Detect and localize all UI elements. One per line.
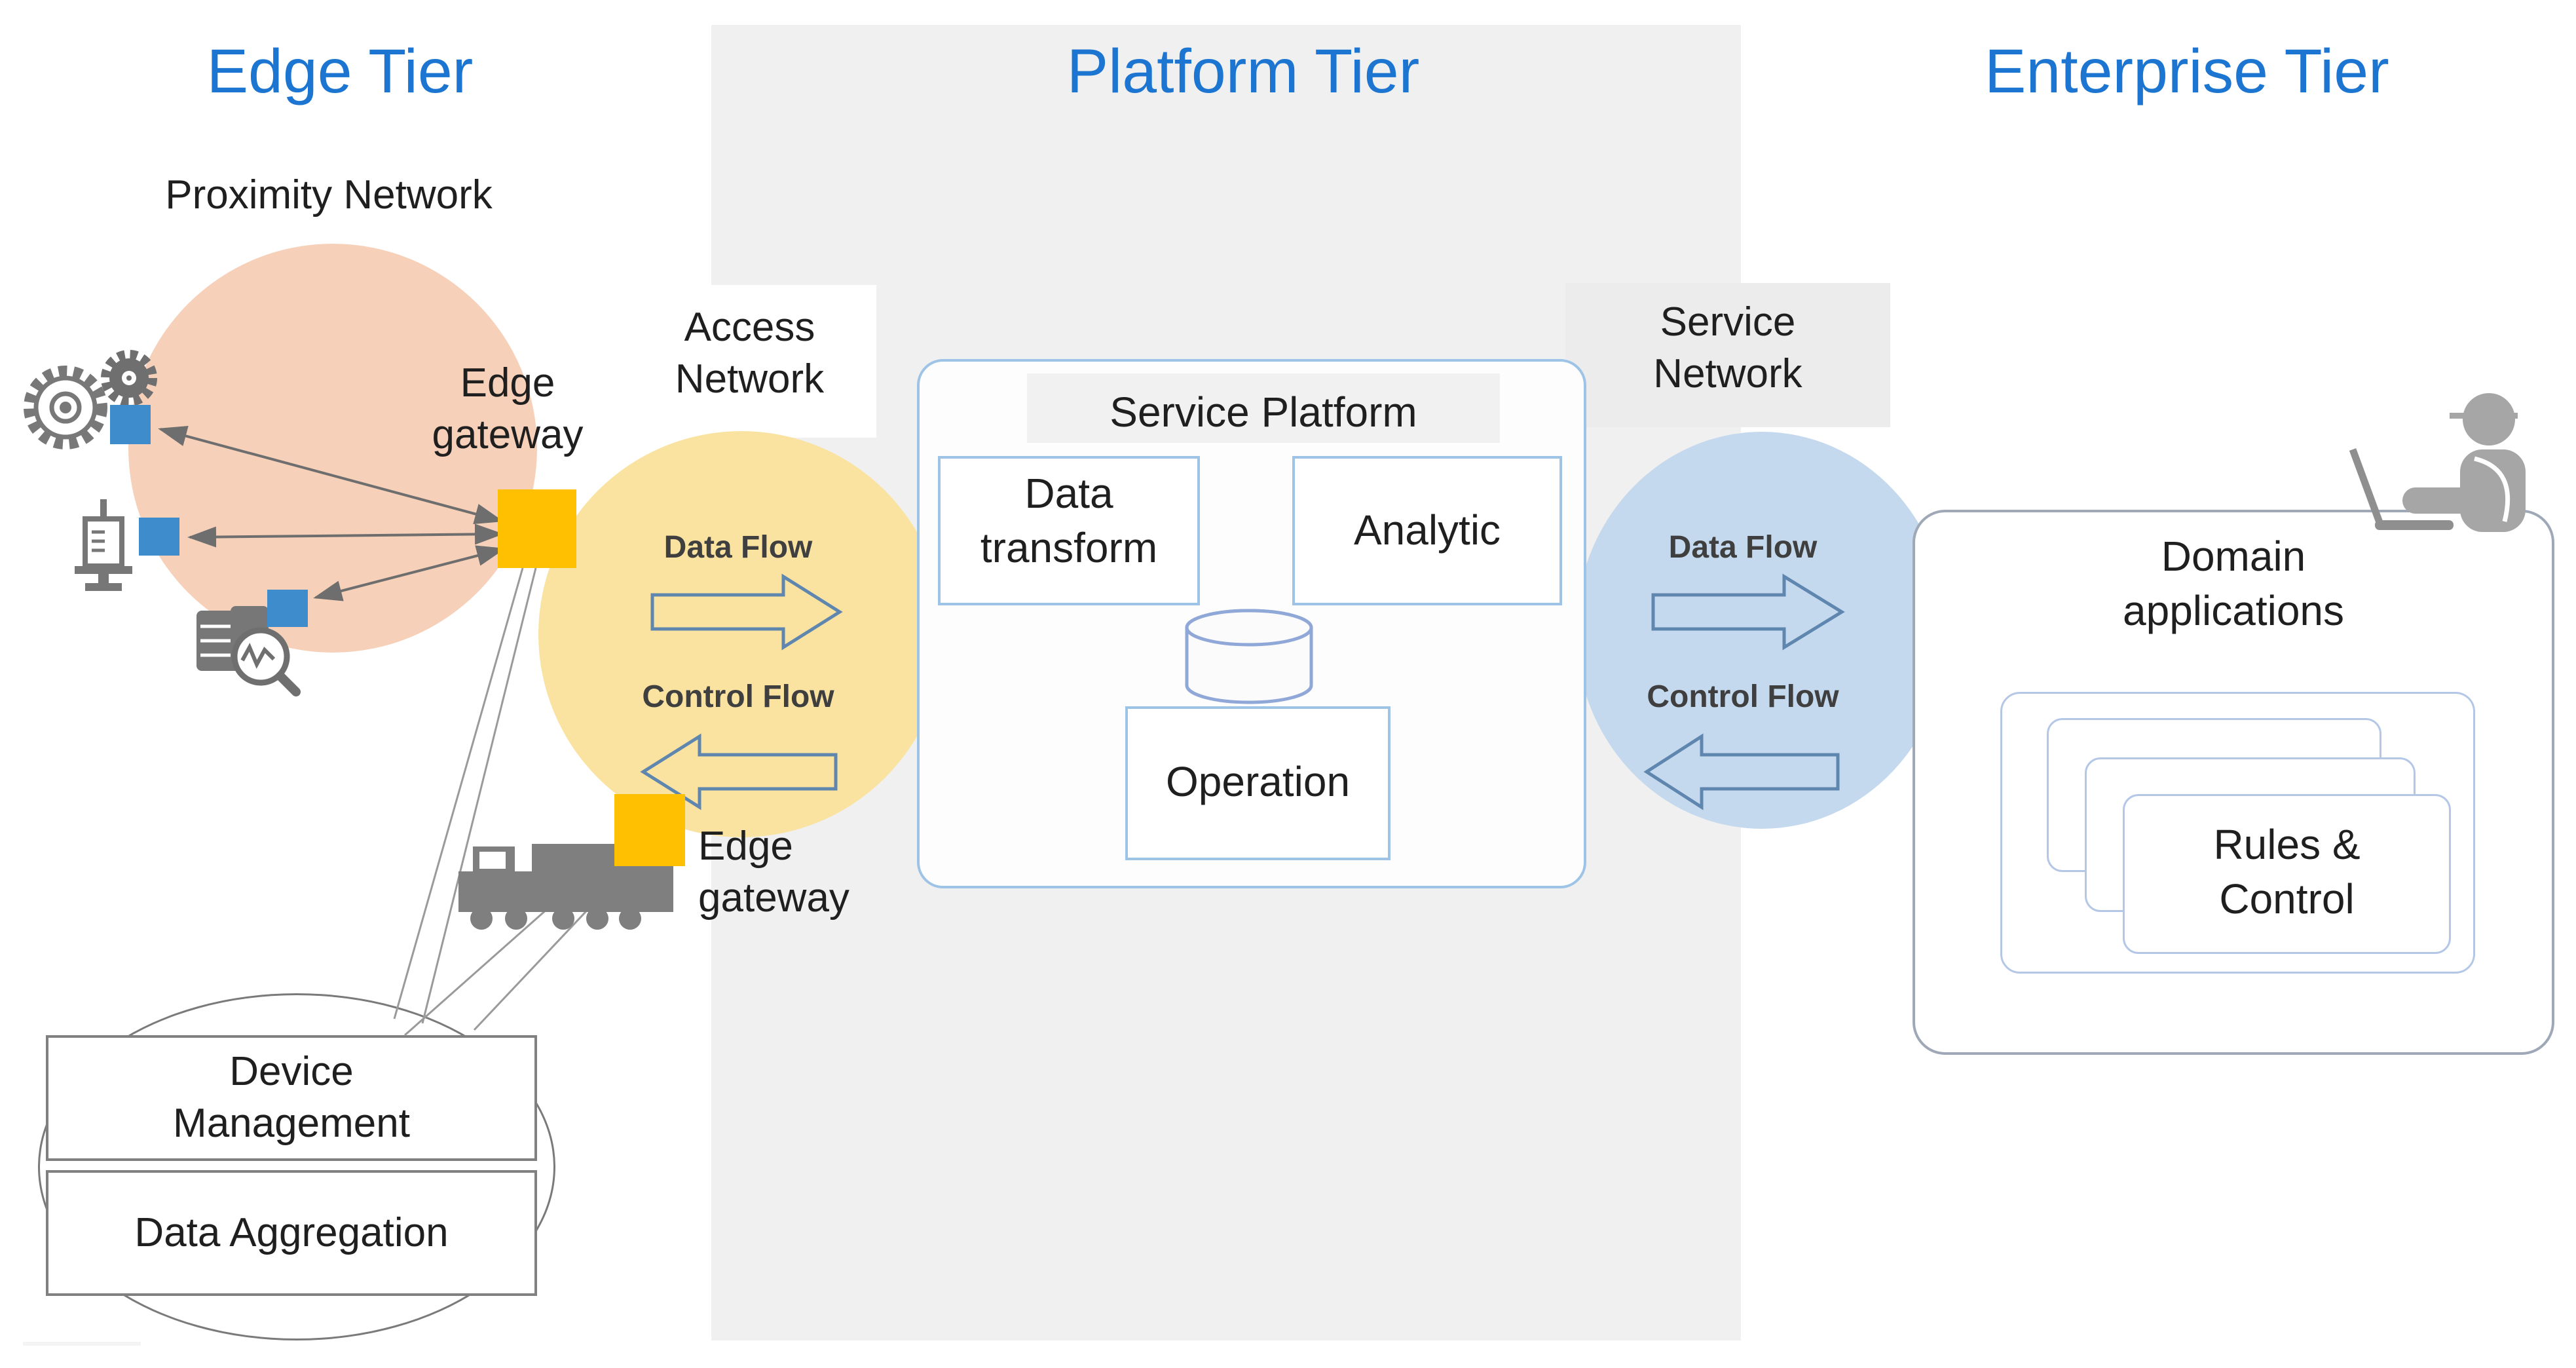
arrow-right-outline-icon — [1651, 573, 1845, 651]
chart-magnifier-icon — [196, 606, 301, 696]
service-network-line2: Network — [1653, 351, 1802, 397]
device-links — [158, 425, 506, 601]
analytic-box — [1292, 456, 1562, 605]
edge-gateway-top-line1: Edge — [460, 360, 555, 406]
edge-gateway-bottom-line2: gateway — [698, 875, 849, 921]
access-network-line2: Network — [675, 356, 825, 402]
device-management-line2: Management — [173, 1101, 410, 1147]
device-node-square — [139, 518, 179, 556]
app-card-front — [2123, 794, 2451, 954]
device-management-label: Device Management — [46, 1046, 537, 1150]
edge-gateway-top-line2: gateway — [432, 412, 584, 458]
data-aggregation-label: Data Aggregation — [134, 1210, 449, 1255]
device-management-line1: Device — [229, 1049, 354, 1094]
proximity-network-label: Proximity Network — [165, 172, 493, 218]
data-transform-line2: transform — [980, 524, 1158, 572]
access-network-circle — [538, 431, 944, 837]
device-management-box — [46, 1035, 537, 1161]
truck-icon — [458, 844, 673, 930]
domain-line1: Domain — [2161, 533, 2306, 580]
service-network-label: Service Network — [1565, 296, 1890, 400]
access-control-flow-label: Control Flow — [642, 679, 834, 714]
data-transform-box — [938, 456, 1200, 605]
enterprise-tier-title: Enterprise Tier — [1985, 37, 2389, 106]
arrow-right-outline-icon — [650, 573, 843, 651]
edge-gateway-label-top: Edge gateway — [403, 357, 612, 461]
management-ellipse — [38, 993, 555, 1340]
edge-gateway-label-bottom: Edge gateway — [698, 820, 914, 924]
syringe-icon — [75, 499, 132, 591]
arrow-left-outline-icon — [1643, 733, 1840, 810]
data-transform-label: Data transform — [938, 466, 1200, 575]
gears-icon — [24, 350, 157, 449]
domain-applications-label: Domain applications — [1913, 529, 2554, 638]
domain-line2: applications — [2123, 587, 2344, 635]
edge-gateway-bottom-line1: Edge — [698, 824, 793, 869]
rules-control-label: Rules & Control — [2123, 818, 2451, 926]
service-network-line1: Service — [1660, 299, 1796, 345]
service-data-flow-label: Data Flow — [1668, 530, 1818, 565]
service-platform-title: Service Platform — [1110, 389, 1417, 436]
edge-gateway-square-bottom — [614, 794, 685, 866]
device-node-square — [267, 590, 308, 627]
edge-gateway-square-top — [498, 489, 576, 568]
access-data-flow-label: Data Flow — [663, 530, 813, 565]
access-network-line1: Access — [684, 305, 815, 350]
device-node-square — [110, 405, 151, 444]
platform-tier-title: Platform Tier — [1066, 37, 1420, 106]
service-control-flow-label: Control Flow — [1647, 679, 1839, 714]
operation-label: Operation — [1165, 758, 1351, 805]
database-cylinder-icon — [1185, 609, 1313, 704]
data-transform-line1: Data — [1024, 470, 1113, 517]
arrow-left-outline-icon — [640, 733, 838, 810]
analytic-label: Analytic — [1353, 506, 1501, 554]
operation-box — [1125, 706, 1391, 860]
data-aggregation-box — [46, 1170, 537, 1296]
rules-line1: Rules & — [2213, 821, 2361, 868]
access-network-label: Access Network — [623, 301, 876, 406]
access-network-label-box — [623, 285, 876, 438]
edge-tier-title: Edge Tier — [206, 37, 474, 106]
worker-laptop-icon — [2349, 393, 2526, 532]
faint-divider — [23, 1342, 141, 1346]
service-platform-title-band — [1027, 373, 1500, 443]
rules-line2: Control — [2219, 875, 2355, 923]
service-network-label-box — [1565, 283, 1890, 427]
management-links — [393, 567, 630, 1036]
